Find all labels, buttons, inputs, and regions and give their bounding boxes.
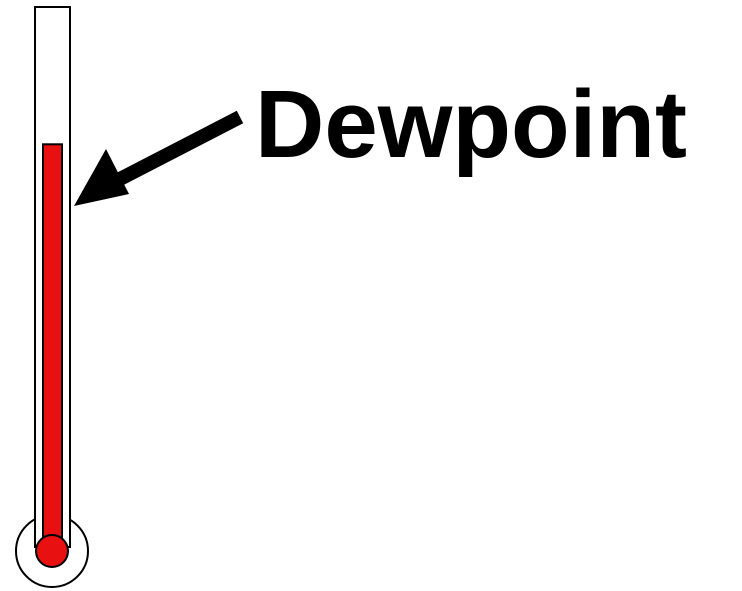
thermometer	[15, 6, 89, 588]
pointer-arrow-head	[74, 149, 129, 206]
pointer-arrow-shaft	[114, 110, 244, 187]
pointer-arrow	[74, 110, 244, 206]
thermometer-mercury-bulb	[35, 534, 69, 568]
thermometer-mercury-column	[42, 143, 63, 555]
dewpoint-label: Dewpoint	[255, 71, 687, 178]
